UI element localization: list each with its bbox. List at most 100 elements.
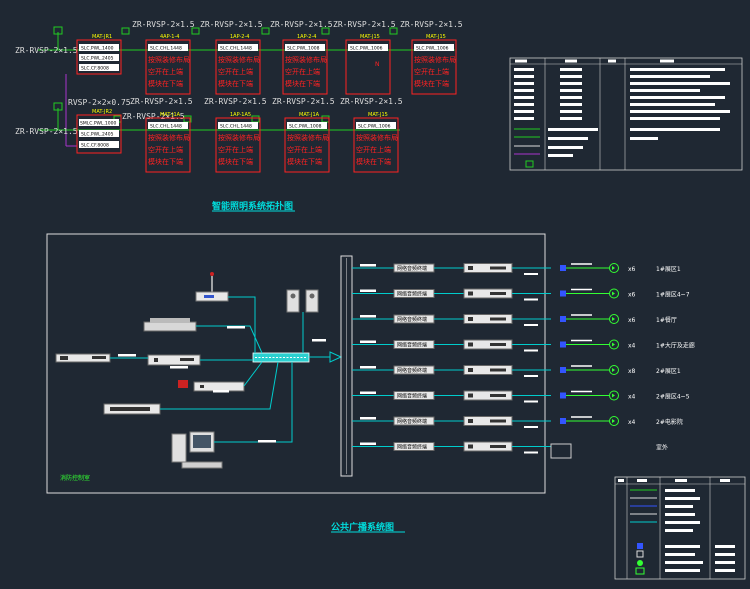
speaker-cone-icon xyxy=(612,317,615,321)
amp-indicator xyxy=(468,419,473,423)
module-label: SLC.PWL.1006 xyxy=(350,46,383,52)
zone-name: 1#大厅及走廊 xyxy=(656,342,695,350)
distribution-bus xyxy=(340,255,353,477)
audio-terminal-label: 网络音频终端 xyxy=(397,342,427,349)
module-block xyxy=(79,64,119,71)
segment-cable-label: ZR-RVSP-2×1.5 xyxy=(270,20,333,29)
amp-display xyxy=(490,343,506,346)
zone-speaker-count: x6 xyxy=(628,317,636,324)
amp-indicator xyxy=(468,266,473,270)
panel-note: 空开在上端 xyxy=(356,145,391,154)
module-label: SLC.CHL.1448 xyxy=(220,124,252,130)
panel-enclosure xyxy=(145,117,191,173)
segment-cable-label: ZR-RVSP-2×1.5 xyxy=(272,97,335,106)
control-room-label: 消防控制室 xyxy=(60,474,90,482)
volume-control xyxy=(560,367,566,373)
module-label: SLC.PWL.1008 xyxy=(289,124,322,130)
speaker-icon xyxy=(609,365,619,375)
row1-lead-cable: ZR-RVSP-2×1.5 xyxy=(15,46,78,55)
panel-enclosure xyxy=(145,39,191,95)
amp-indicator xyxy=(468,291,473,296)
panel-tag: MAT-JR1 xyxy=(92,34,112,40)
module-block xyxy=(148,44,188,51)
panel-note: 空开在上端 xyxy=(148,145,183,154)
row1-panel-5: MAT-J15 SLC.PWL.1006 按照装修布局 空开在上端 模块在下端 xyxy=(411,34,457,95)
panel-note: 按照装修布局 xyxy=(285,55,327,64)
speaker-icon xyxy=(609,339,619,350)
panel-tag: MAT-J1A xyxy=(160,112,181,118)
module-label: SLC.CF.8008 xyxy=(81,143,109,149)
pa-legend-table xyxy=(614,476,746,580)
module-block xyxy=(218,122,258,129)
module-label: SLC.CHL.1448 xyxy=(150,46,182,52)
segment-cable-label: ZR-RVSP-2×1.5 xyxy=(132,20,195,29)
junction-marker xyxy=(321,115,330,123)
zone-name: 2#展区1 xyxy=(656,368,681,375)
speaker-cone-icon xyxy=(612,266,615,270)
module-block xyxy=(79,141,119,148)
panel-note: 空开在上端 xyxy=(287,145,322,154)
row1-panel-3: 1AP-2-4 SLC.PWL.1008 按照装修布局 空开在上端 模块在下端 xyxy=(282,34,328,95)
panel-enclosure xyxy=(411,39,457,95)
lighting-topology: ZR-RVSP-2×1.5 ZR-RVSP-2×1.5 ZR-RVSP-2×1.… xyxy=(15,20,463,212)
zone-feed-label xyxy=(360,315,376,318)
panel-note: 模块在下端 xyxy=(218,79,253,88)
speaker-cone-icon xyxy=(612,291,615,296)
speaker-cone-icon xyxy=(612,342,615,347)
zone-feed-label xyxy=(360,442,376,445)
module-label: SLC.PWL.1006 xyxy=(416,46,449,52)
speaker-icon xyxy=(609,288,619,299)
panel-note: 按照装修布局 xyxy=(218,133,260,142)
pa-title: 公共广播系统图 xyxy=(331,521,394,533)
link-labels xyxy=(118,326,326,443)
legend-frame xyxy=(509,57,743,171)
audio-terminal-label: 网络音频终端 xyxy=(397,291,427,298)
amp-display xyxy=(490,368,506,372)
panel-tag: MAT-J15 xyxy=(360,34,380,40)
module-block xyxy=(414,44,454,51)
panel-note: 空开在上端 xyxy=(414,67,449,76)
rack-device-1 xyxy=(143,318,197,332)
module-block xyxy=(79,44,119,51)
junction-marker xyxy=(321,27,330,35)
row2-panel-2: 1AP-1A5 SLC.CHL.1448 按照装修布局 空开在上端 模块在下端 xyxy=(215,112,261,173)
row2-panel-4: MAT-J15 SLC.PWL.1006 按照装修布局 空开在上端 模块在下端 xyxy=(353,112,399,173)
speaker-icon xyxy=(609,416,619,426)
audio-terminal-label: 网络音频终端 xyxy=(397,418,427,425)
link-rack-5 xyxy=(160,361,279,410)
row2-top-cable: RVSP-2×2×0.75 xyxy=(68,98,131,107)
zone-name: 1#展区4~7 xyxy=(656,292,690,299)
panel-note: 按照装修布局 xyxy=(218,55,260,64)
audio-terminal-label: 网络音频终端 xyxy=(397,316,427,323)
panel-enclosure xyxy=(282,39,328,95)
amp-indicator xyxy=(468,317,473,321)
volume-control xyxy=(560,392,566,399)
module-block xyxy=(356,122,396,129)
audio-terminal-label: 网络音频终端 xyxy=(397,393,427,400)
junction-marker xyxy=(251,115,260,123)
speaker-cone-icon xyxy=(612,393,615,398)
zone-feed-label xyxy=(360,340,376,343)
pa-input-links xyxy=(110,296,330,443)
module-block xyxy=(79,54,119,61)
module-block xyxy=(79,119,119,126)
panel-note: N xyxy=(375,61,380,68)
panel-enclosure xyxy=(215,39,261,95)
panel-tag: 4AP-1-4 xyxy=(160,34,179,40)
row2-panel-1: MAT-J1A SLC.CHL.1448 按照装修布局 空开在上端 模块在下端 xyxy=(145,112,191,173)
amp-display xyxy=(490,266,506,270)
speaker-icon xyxy=(609,263,619,273)
zone-feed-label xyxy=(360,417,376,420)
rack-device-4 xyxy=(193,381,245,392)
module-label: SLC.PWL.2405 xyxy=(81,132,114,138)
segment-cable-label: ZR-RVSP-2×1.5 xyxy=(122,112,185,121)
junction-marker xyxy=(261,27,270,35)
panel-enclosure xyxy=(215,117,261,173)
fire-alarm-module xyxy=(178,380,188,388)
link-rack-1 xyxy=(196,325,263,354)
rack-device-3 xyxy=(147,354,201,366)
zone-feed-label xyxy=(360,366,376,369)
rack-device-5 xyxy=(103,403,161,415)
volume-control xyxy=(560,316,566,322)
